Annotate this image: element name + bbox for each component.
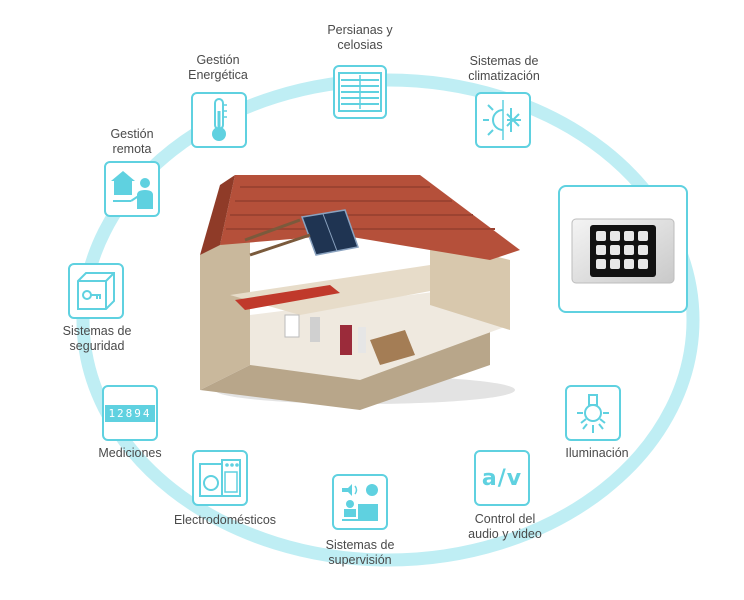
climate-label-line1: Sistemas de: [469, 54, 539, 68]
blinds-label-line1: Persianas y: [327, 23, 393, 37]
sun-snowflake-icon: [483, 100, 521, 140]
remote-management-label-line2: remota: [112, 142, 152, 156]
audio-video-label: Control del audio y video: [468, 512, 542, 542]
house-cutaway-image: [200, 175, 520, 410]
appliances-label-line1: Electrodomésticos: [173, 513, 277, 527]
audio-video-label-line2: audio y video: [468, 527, 542, 541]
audio-video-node[interactable]: a/v: [474, 450, 530, 506]
remote-management-label: Gestión remota: [110, 127, 153, 157]
remote-management-label-line1: Gestión: [110, 127, 154, 141]
safe-key-icon: [77, 272, 115, 310]
security-label-line2: seguridad: [69, 339, 125, 353]
light-bulb-icon: [577, 394, 609, 433]
meter-icon: 12894: [105, 404, 155, 422]
remote-home-icon: [111, 171, 153, 209]
supervision-label: Sistemas de supervisión: [326, 538, 395, 568]
energy-management-label-line2: Energética: [188, 68, 248, 82]
energy-management-node[interactable]: [191, 92, 247, 148]
thermometer-icon: [212, 98, 227, 141]
touch-panel-node[interactable]: [558, 185, 688, 313]
climate-node[interactable]: [475, 92, 531, 148]
audio-video-label-line1: Control del: [474, 512, 536, 526]
security-label-line1: Sistemas de: [62, 324, 132, 338]
climate-label: Sistemas de climatización: [468, 54, 540, 84]
supervision-label-line1: Sistemas de: [325, 538, 395, 552]
appliances-node[interactable]: [192, 450, 248, 506]
supervision-node[interactable]: [332, 474, 388, 530]
lighting-label-line1: Iluminación: [565, 446, 629, 460]
lighting-label: Iluminación: [565, 446, 628, 461]
meter-label: Mediciones: [98, 446, 161, 461]
touch-panel-icon: [571, 218, 675, 284]
remote-management-node[interactable]: [104, 161, 160, 217]
security-node[interactable]: [68, 263, 124, 319]
supervision-label-line2: supervisión: [328, 553, 392, 567]
appliances-label: Electrodomésticos: [174, 513, 276, 528]
blinds-icon: [338, 72, 382, 112]
supervision-icon: [342, 484, 378, 521]
lighting-node[interactable]: [565, 385, 621, 441]
meter-node[interactable]: 12894: [102, 385, 158, 441]
energy-management-label-line1: Gestión: [196, 53, 240, 67]
meter-label-line1: Mediciones: [98, 446, 162, 460]
audio-video-icon: a/v: [481, 465, 523, 491]
energy-management-label: Gestión Energética: [188, 53, 248, 83]
security-label: Sistemas de seguridad: [63, 324, 132, 354]
blinds-node[interactable]: [333, 65, 387, 119]
blinds-label-line2: celosias: [337, 38, 383, 52]
climate-label-line2: climatización: [468, 69, 540, 83]
appliances-icon: [199, 459, 241, 497]
blinds-label: Persianas y celosias: [327, 23, 392, 53]
